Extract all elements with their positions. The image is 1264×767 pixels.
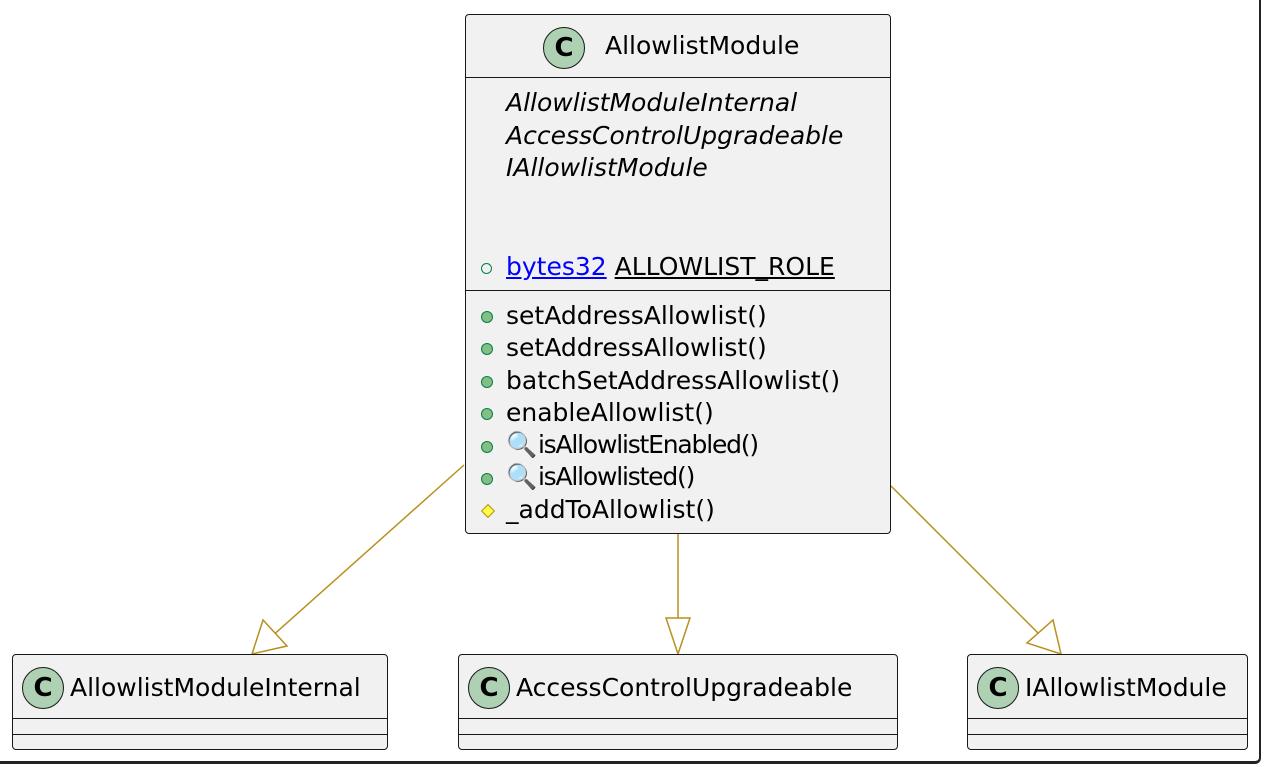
class-title: AllowlistModule (605, 31, 800, 60)
public-method-icon (481, 311, 493, 323)
method-label: isAllowlisted() (537, 462, 695, 491)
parent-ref-3: IAllowlistModule (506, 153, 708, 182)
arrowhead-iallowlistmodule (1025, 618, 1063, 656)
method-row: setAddressAllowlist() (506, 301, 767, 330)
public-method-icon (481, 343, 493, 355)
public-field-icon (481, 263, 492, 274)
class-divider (466, 77, 890, 78)
method-label: isAllowlistEnabled() (537, 430, 759, 459)
field-name: ALLOWLIST_ROLE (614, 252, 835, 281)
edge-to-iallowlistmodule (890, 485, 1044, 639)
class-badge-icon: C (977, 667, 1019, 709)
class-divider (968, 734, 1247, 735)
class-badge-icon: C (22, 667, 64, 709)
public-method-icon (481, 376, 493, 388)
class-allowlistmodule[interactable]: C AllowlistModule AllowlistModuleInterna… (465, 14, 891, 534)
arrowhead-allowlistmoduleinternal (250, 618, 289, 656)
class-divider (968, 718, 1247, 719)
method-row: _addToAllowlist() (506, 495, 715, 524)
public-method-icon (481, 473, 493, 485)
parent-ref-1: AllowlistModuleInternal (506, 88, 798, 117)
method-row: 🔍isAllowlisted() (506, 461, 695, 493)
method-row: enableAllowlist() (506, 398, 714, 427)
protected-method-icon (480, 503, 496, 519)
field-row: bytes32 ALLOWLIST_ROLE (506, 251, 835, 283)
edge-to-allowlistmoduleinternal (269, 464, 465, 639)
class-title: AllowlistModuleInternal (70, 673, 361, 702)
public-method-icon (481, 408, 493, 420)
class-divider (466, 290, 890, 291)
method-row: setAddressAllowlist() (506, 333, 767, 362)
method-row: batchSetAddressAllowlist() (506, 366, 841, 395)
field-type-link[interactable]: bytes32 (506, 252, 607, 281)
method-row: 🔍isAllowlistEnabled() (506, 429, 759, 461)
class-iallowlistmodule[interactable]: C IAllowlistModule (967, 654, 1248, 750)
class-badge-icon: C (543, 27, 585, 69)
class-accesscontrolupgradeable[interactable]: C AccessControlUpgradeable (458, 654, 898, 750)
magnifier-icon: 🔍 (506, 430, 537, 459)
magnifier-icon: 🔍 (506, 462, 537, 491)
class-allowlistmoduleinternal[interactable]: C AllowlistModuleInternal (12, 654, 388, 750)
class-divider (13, 718, 387, 719)
public-method-icon (481, 441, 493, 453)
class-divider (13, 734, 387, 735)
class-badge-icon: C (468, 667, 510, 709)
arrowhead-accesscontrolupgradeable (664, 617, 692, 657)
class-divider (459, 734, 897, 735)
class-divider (459, 718, 897, 719)
parent-ref-2: AccessControlUpgradeable (506, 121, 844, 150)
class-title: IAllowlistModule (1025, 673, 1227, 702)
class-title: AccessControlUpgradeable (516, 673, 853, 702)
